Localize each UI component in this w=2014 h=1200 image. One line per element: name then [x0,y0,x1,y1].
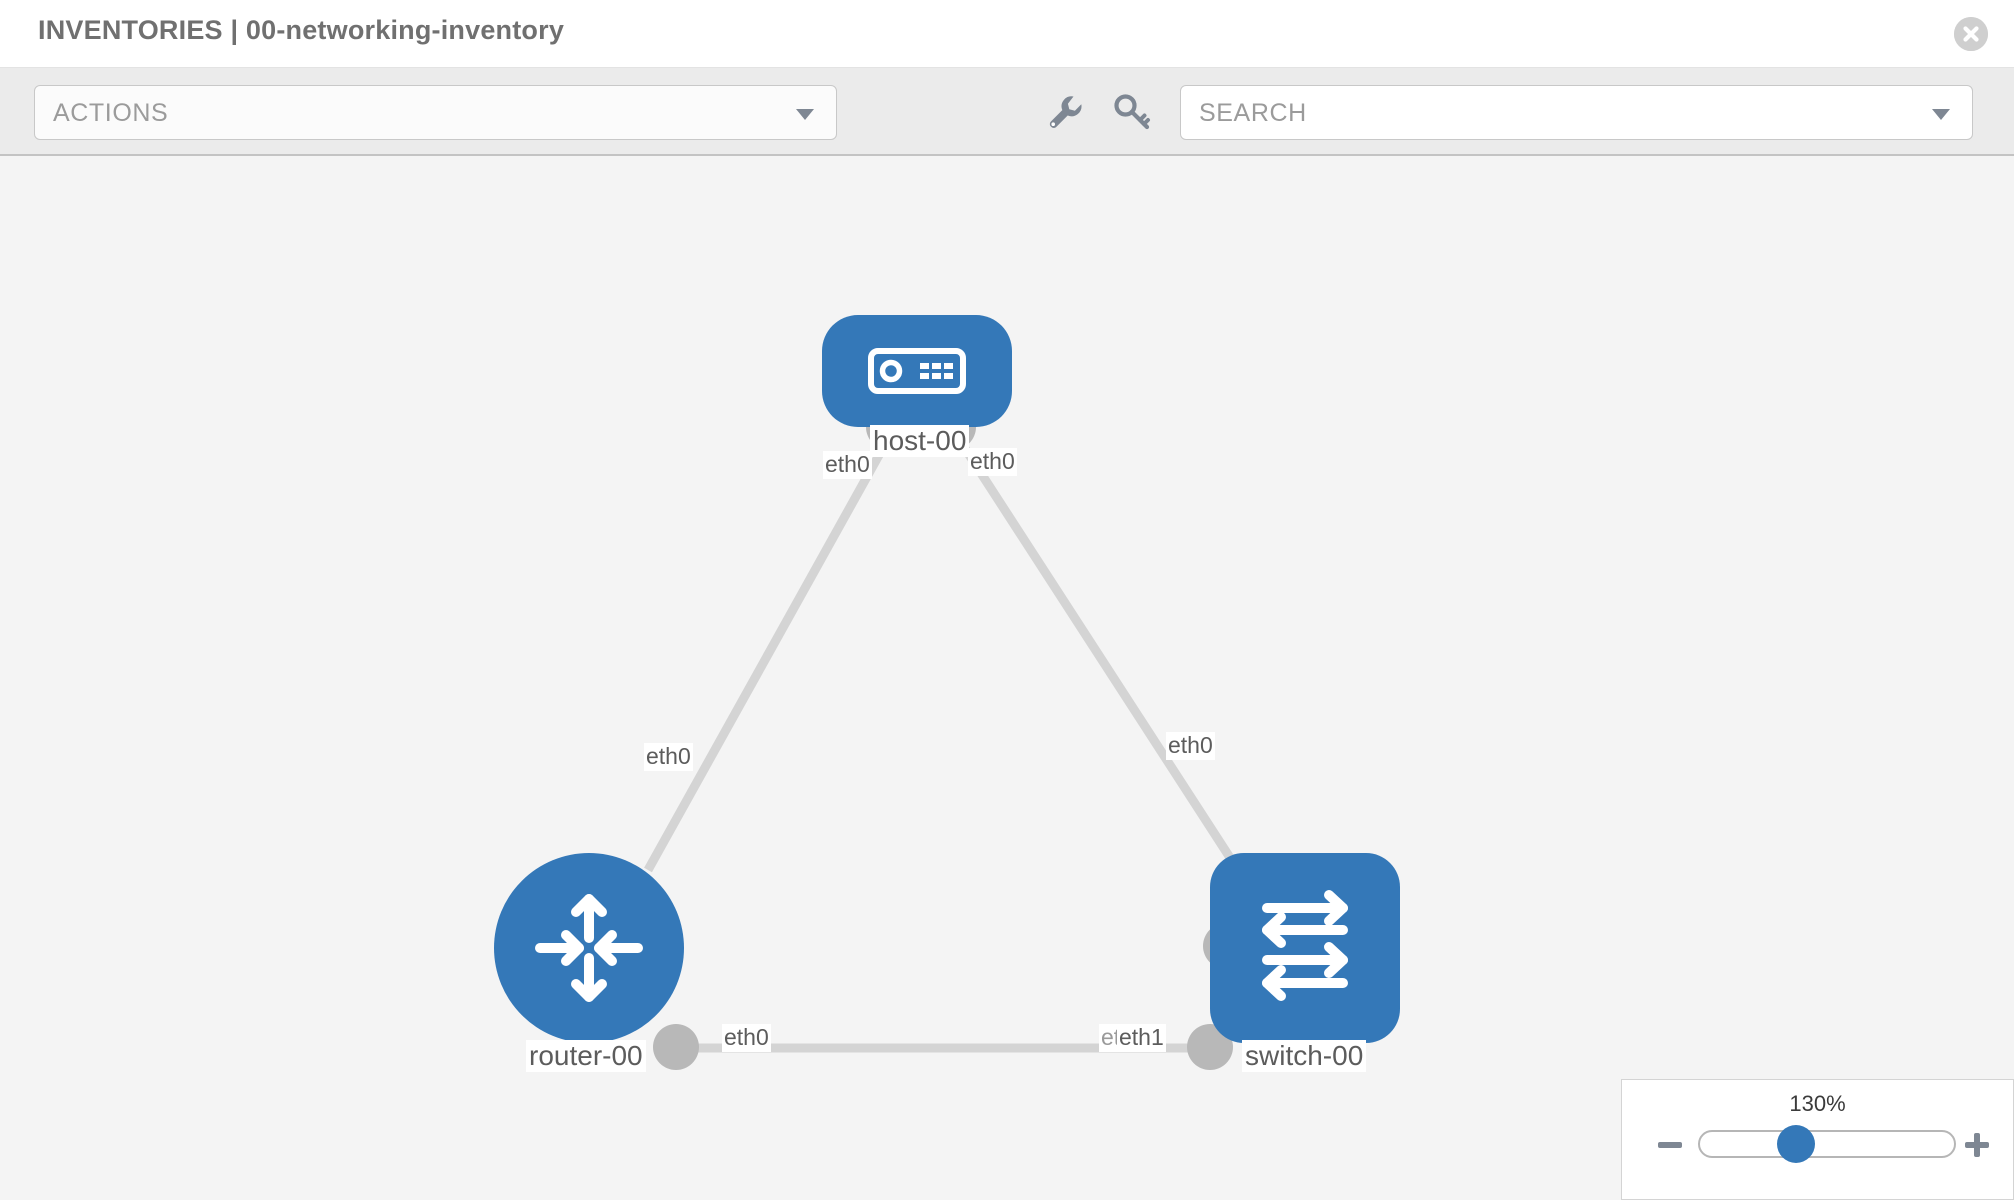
wrench-button[interactable] [1040,88,1088,136]
actions-dropdown-label: ACTIONS [53,99,169,127]
page-header: INVENTORIES | 00-networking-inventory [0,0,2014,68]
search-placeholder: SEARCH [1199,99,1307,127]
zoom-slider-track[interactable] [1698,1130,1956,1158]
toolbar: ACTIONS SEARCH [0,68,2014,156]
node-host-00-label: host-00 [870,425,970,458]
zoom-level-value: 130% [1789,1091,1846,1116]
switch-arrows-icon [1262,890,1348,1001]
plus-icon [1965,1133,1989,1157]
zoom-in-button[interactable] [1962,1130,1992,1160]
chevron-down-icon [796,109,814,120]
topology-canvas[interactable]: host-00 router-00 [0,158,2014,1200]
search-input[interactable]: SEARCH [1180,85,1973,140]
node-host-00-shape[interactable] [822,315,1012,427]
edge-label-switch-up: eth0 [1166,732,1215,760]
edge-host-switch[interactable] [949,427,1242,873]
edge-label-switch-left-front: eth1 [1117,1024,1166,1052]
close-button[interactable] [1954,17,1988,51]
edge-label-router-right: eth0 [722,1024,771,1052]
actions-dropdown[interactable]: ACTIONS [34,85,837,140]
key-icon [1114,94,1150,130]
zoom-slider-handle[interactable] [1777,1125,1815,1163]
port-router-right[interactable] [653,1024,699,1070]
zoom-out-button[interactable] [1655,1130,1685,1160]
topology-edges [644,427,1242,1053]
search-chevron-down-icon[interactable] [1932,109,1950,120]
key-button[interactable] [1108,88,1156,136]
close-icon [1954,17,1988,51]
edge-label-host-right: eth0 [968,448,1017,476]
server-device-icon [868,348,966,394]
page-title: INVENTORIES | 00-networking-inventory [38,15,565,45]
node-router-00-label: router-00 [526,1040,646,1073]
zoom-control: 130% [1621,1079,2014,1200]
node-router-00-shape[interactable] [494,853,684,1043]
node-switch-00-label: switch-00 [1242,1040,1367,1073]
edge-host-router[interactable] [644,427,897,873]
node-switch-00-shape[interactable] [1210,853,1400,1043]
router-arrows-icon [535,894,643,1002]
edge-label-router-up: eth0 [644,743,693,771]
edge-label-host-left: eth0 [823,451,872,479]
minus-icon [1658,1142,1682,1148]
wrench-icon [1049,96,1082,128]
